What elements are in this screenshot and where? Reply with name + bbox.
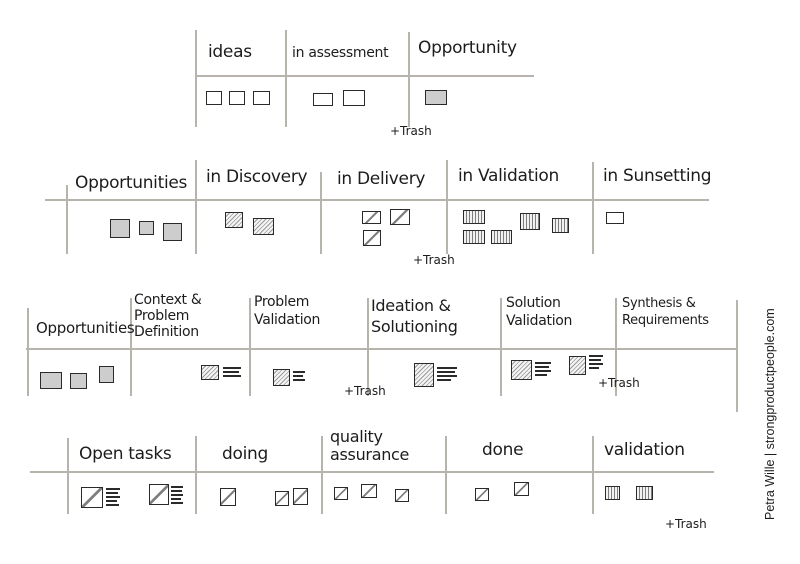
board-3-divider	[130, 298, 132, 396]
card	[514, 482, 529, 496]
card	[361, 484, 377, 498]
card	[273, 369, 290, 386]
card	[395, 489, 409, 502]
column-label-doing: doing	[222, 444, 268, 464]
board-4-divider	[67, 438, 69, 514]
trash-label: +Trash	[598, 376, 640, 390]
column-label-ideas: ideas	[208, 42, 252, 62]
card	[40, 372, 62, 389]
card	[390, 209, 410, 225]
card	[491, 230, 512, 244]
board-2-divider	[592, 162, 594, 254]
card	[552, 218, 569, 233]
board-3-divider	[500, 298, 502, 396]
note-lines	[293, 371, 305, 383]
note-lines	[106, 488, 120, 506]
card	[99, 366, 114, 383]
column-label-in-validation: in Validation	[458, 166, 559, 186]
card	[606, 212, 624, 224]
card	[70, 373, 87, 389]
board-2-divider	[320, 172, 322, 254]
card	[206, 91, 222, 105]
board-3-divider	[27, 308, 29, 396]
trash-label: +Trash	[344, 384, 386, 398]
card	[511, 360, 532, 380]
card	[605, 486, 620, 500]
note-lines	[171, 486, 183, 504]
card	[275, 491, 289, 506]
card	[139, 221, 154, 235]
column-label-opportunities: Opportunities	[75, 173, 188, 193]
card	[81, 487, 103, 508]
column-label-in-sunsetting: in Sunsetting	[603, 166, 712, 186]
note-lines	[535, 362, 551, 376]
column-label-ideation-solutioning: Ideation & Solutioning	[371, 296, 458, 336]
board-4-divider	[445, 436, 447, 514]
card	[253, 218, 274, 235]
board-1-divider	[285, 30, 287, 127]
column-label-open-tasks: Open tasks	[79, 444, 172, 464]
trash-label: +Trash	[665, 517, 707, 531]
board-1-divider	[408, 32, 410, 127]
board-2-header-line	[45, 199, 709, 201]
note-lines	[437, 367, 457, 381]
board-2-divider	[195, 160, 197, 254]
board-3-divider	[736, 300, 738, 412]
column-label-opportunities: Opportunities	[36, 319, 135, 337]
column-label-solution-validation: Solution Validation	[506, 295, 573, 330]
column-label-opportunity: Opportunity	[418, 38, 517, 58]
card	[636, 486, 653, 500]
note-lines	[589, 355, 603, 369]
note-lines	[223, 367, 241, 379]
column-label-problem-validation: Problem Validation	[254, 294, 321, 328]
card	[363, 230, 381, 246]
board-3-divider	[367, 298, 369, 396]
board-4-divider	[321, 436, 323, 514]
card	[475, 488, 489, 501]
column-label-in-delivery: in Delivery	[337, 169, 426, 189]
card	[334, 487, 348, 500]
card	[220, 488, 236, 506]
card	[425, 90, 447, 105]
board-2-divider	[66, 185, 68, 254]
board-1-header-line	[196, 75, 534, 77]
trash-label: +Trash	[413, 253, 455, 267]
column-label-done: done	[482, 440, 524, 460]
board-3-divider	[249, 298, 251, 396]
board-4-divider	[592, 436, 594, 514]
card	[520, 213, 540, 230]
card	[253, 91, 270, 105]
card	[362, 211, 381, 224]
card	[201, 365, 219, 380]
credit-text: Petra Wille | strongproductpeople.com	[763, 308, 777, 520]
board-3-header-line	[26, 348, 738, 350]
card	[229, 91, 245, 105]
column-label-context-problem-definition: Context & Problem Definition	[134, 292, 202, 341]
card	[110, 219, 130, 238]
board-2-divider	[446, 160, 448, 254]
trash-label: +Trash	[390, 124, 432, 138]
card	[463, 210, 485, 224]
board-3-divider	[615, 298, 617, 396]
card	[343, 90, 365, 106]
column-label-in-discovery: in Discovery	[206, 167, 308, 187]
column-label-validation: validation	[604, 440, 685, 460]
column-label-synthesis-requirements: Synthesis & Requirements	[622, 296, 709, 328]
card	[313, 93, 333, 106]
column-label-quality-assurance: quality assurance	[330, 427, 410, 464]
card	[293, 488, 308, 505]
card	[569, 356, 586, 375]
card	[225, 212, 243, 228]
column-label-in-assessment: in assessment	[292, 45, 389, 61]
card	[463, 230, 485, 244]
board-4-divider	[195, 436, 197, 514]
card	[163, 223, 182, 241]
card	[414, 363, 434, 387]
board-1-divider	[195, 30, 197, 127]
board-4-header-line	[30, 471, 714, 473]
card	[149, 484, 169, 505]
